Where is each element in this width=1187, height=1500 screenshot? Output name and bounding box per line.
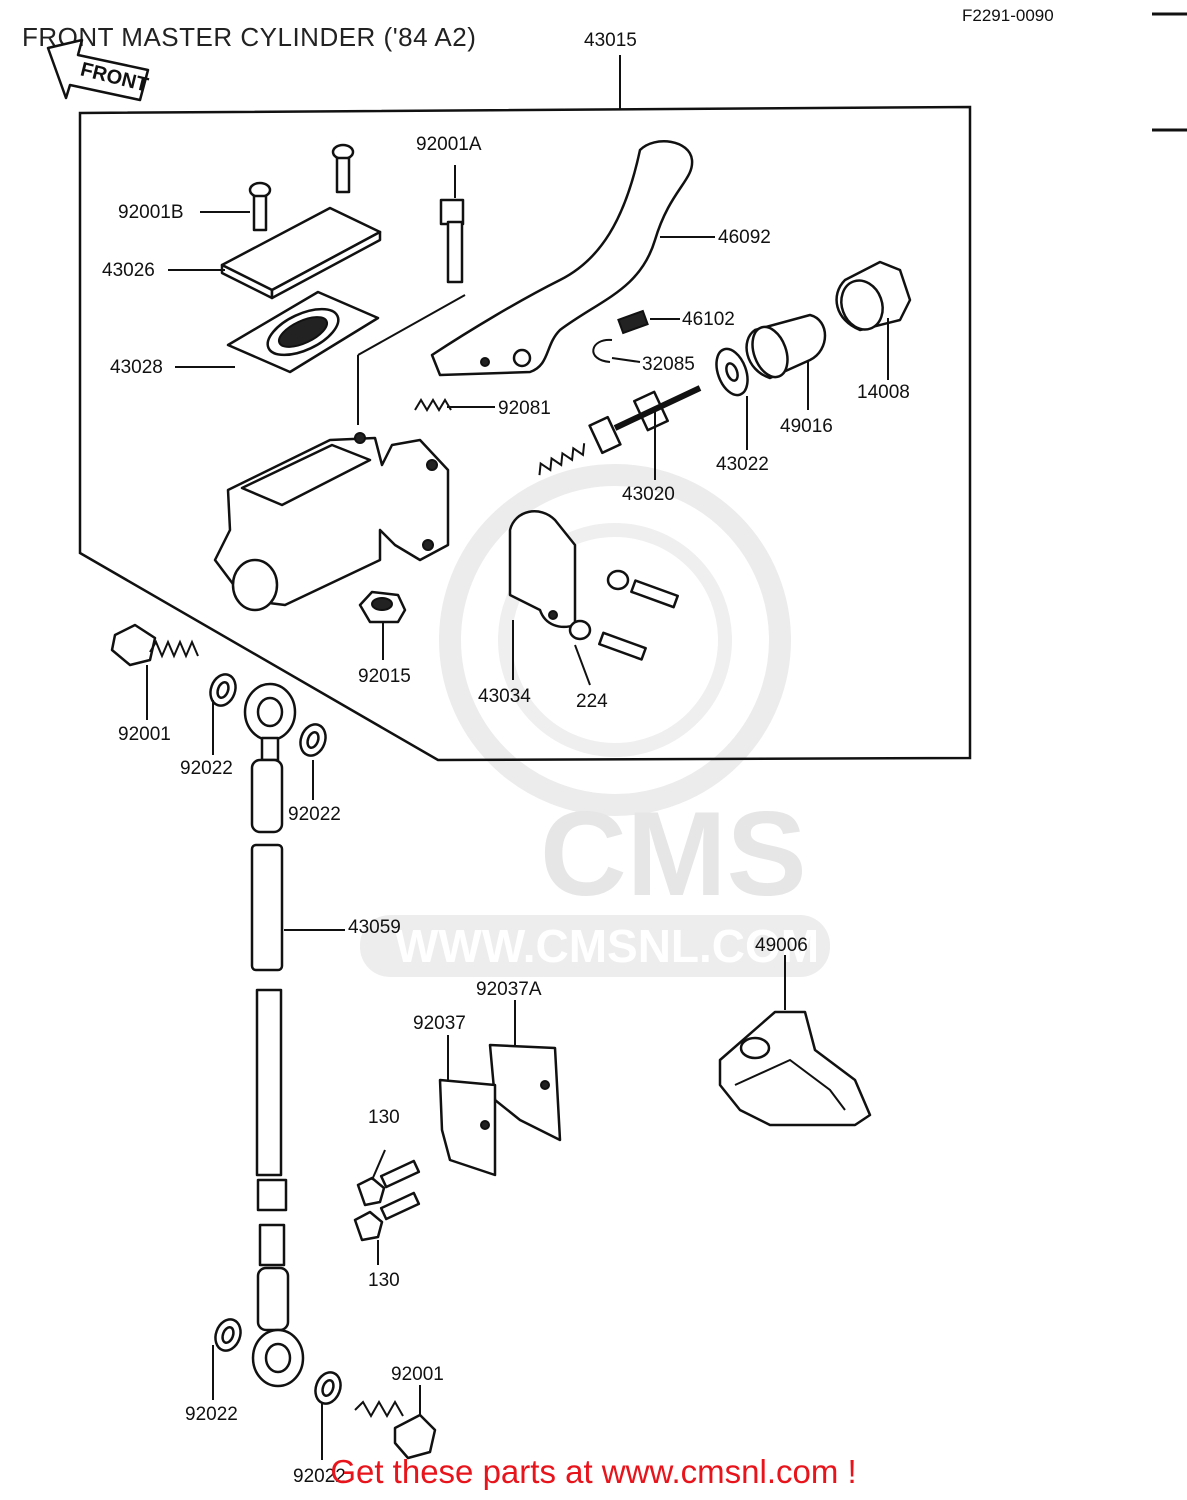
boot-49016 [745,313,827,380]
label-92022-c[interactable]: 92022 [185,1404,238,1425]
label-92037a[interactable]: 92037A [476,979,542,1000]
spring-92081 [414,398,452,412]
assembly-outline [78,105,972,762]
label-224[interactable]: 224 [576,691,608,712]
pivot-bolt-92001a [357,198,466,425]
label-14008[interactable]: 14008 [857,382,910,403]
label-92001-bottom[interactable]: 92001 [391,1364,444,1385]
label-46102[interactable]: 46102 [682,309,735,330]
label-92022-a[interactable]: 92022 [180,758,233,779]
label-92001-top[interactable]: 92001 [118,724,171,745]
label-32085[interactable]: 32085 [642,354,695,375]
banjo-bolt-92001-top [110,623,199,720]
label-92022-b[interactable]: 92022 [288,804,341,825]
bolts-130 [353,1149,421,1265]
label-43059[interactable]: 43059 [348,917,401,938]
label-92022-d[interactable]: 92022 [293,1466,346,1487]
bolts-224 [568,569,679,686]
watermark: CMS WWW.CMSNL.COM [360,464,830,977]
washers-92022 [209,673,342,1460]
label-92081[interactable]: 92081 [498,398,551,419]
label-43028[interactable]: 43028 [110,357,163,378]
label-92001a[interactable]: 92001A [416,134,482,155]
label-43034[interactable]: 43034 [478,686,531,707]
label-49016[interactable]: 49016 [780,416,833,437]
page-title: FRONT MASTER CYLINDER ('84 A2) [22,22,477,52]
screw-46102 [617,309,649,335]
watermark-logo: CMS [540,787,807,921]
label-130-b[interactable]: 130 [368,1270,400,1291]
banjo-bolt-92001-bottom [354,1385,437,1460]
piston-43020 [538,385,702,480]
diagram-code: F2291-0090 [962,6,1054,25]
clamps-92037 [438,1000,562,1177]
screw-92001b [248,143,355,232]
label-49006[interactable]: 49006 [755,935,808,956]
cmsnl-link[interactable]: Get these parts at www.cmsnl.com ! [330,1453,857,1490]
holder-43034 [508,510,577,680]
label-46092[interactable]: 46092 [718,227,771,248]
front-arrow-icon: FRONT [46,38,150,102]
label-43026[interactable]: 43026 [102,260,155,281]
master-cylinder-body [213,432,450,612]
brake-lever-46092 [430,140,694,377]
label-130-a[interactable]: 130 [368,1107,400,1128]
label-92037[interactable]: 92037 [413,1013,466,1034]
footer-link-container: Get these parts at www.cmsnl.com ! [0,1453,1187,1491]
label-92015[interactable]: 92015 [358,666,411,687]
label-43020[interactable]: 43020 [622,484,675,505]
label-43022[interactable]: 43022 [716,454,769,475]
label-43015[interactable]: 43015 [584,30,637,51]
diaphragm-43028 [226,290,380,374]
watermark-url: WWW.CMSNL.COM [395,920,819,972]
label-92001b[interactable]: 92001B [118,202,184,223]
clip-32085 [592,338,613,363]
cover-49006 [718,955,872,1127]
brake-hose-43059 [243,682,345,1388]
cap-14008 [835,260,912,380]
nut-92015 [358,590,407,660]
